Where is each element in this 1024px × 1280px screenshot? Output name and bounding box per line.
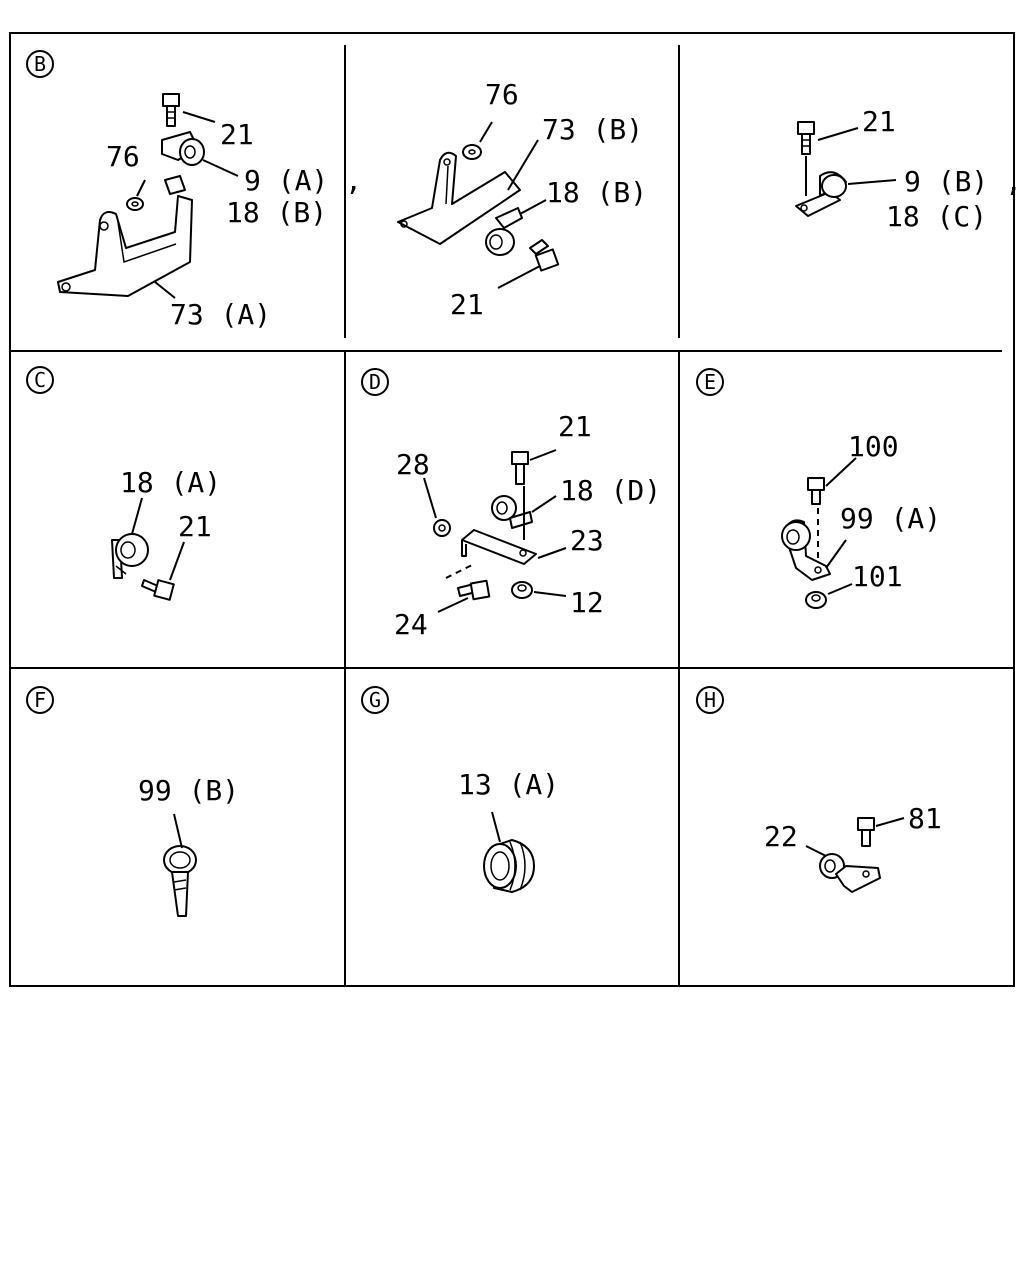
bolt-21 — [141, 579, 175, 601]
label-18d: 18 (D) — [560, 474, 661, 507]
washer-76 — [462, 144, 482, 160]
bolt-100 — [807, 477, 825, 505]
panel-g: G 13 (A) — [361, 686, 559, 893]
label-76: 76 — [106, 140, 140, 173]
clip-18a — [111, 533, 149, 579]
label-21: 21 — [220, 118, 254, 151]
tag-letter: F — [34, 688, 46, 712]
bolt-81 — [857, 817, 875, 847]
tag-letter: E — [704, 370, 716, 394]
bolt-21 — [797, 121, 815, 155]
label-99a: 99 (A) — [840, 502, 941, 535]
label-73b: 73 (B) — [542, 113, 643, 146]
tag-letter: H — [704, 688, 716, 712]
section-tag-e: E — [696, 368, 724, 396]
clip-99a — [781, 519, 831, 581]
tag-letter: B — [34, 52, 46, 76]
tag-letter: D — [369, 370, 381, 394]
panel-e: E 100 99 (A) 101 — [696, 368, 941, 609]
label-21: 21 — [558, 410, 592, 443]
grommet-13a — [483, 839, 535, 893]
label-28: 28 — [396, 448, 430, 481]
label-18c: 18 (C) — [886, 200, 987, 233]
label-100: 100 — [848, 430, 899, 463]
panel-d: D — [361, 368, 661, 641]
clip-18b — [485, 207, 523, 256]
label-99b: 99 (B) — [138, 774, 239, 807]
label-24: 24 — [394, 608, 428, 641]
section-tag-f: F — [26, 686, 54, 714]
label-21: 21 — [862, 105, 896, 138]
bolt-21 — [162, 93, 180, 127]
label-18b: 18 (B) — [546, 176, 647, 209]
bolt-21 — [511, 451, 529, 485]
label-21: 21 — [178, 510, 212, 543]
panel-h: H 22 81 — [696, 686, 942, 893]
tag-letter: G — [369, 688, 381, 712]
panel-c: C 18 (A) 21 — [26, 366, 221, 601]
grid-frame — [9, 32, 1015, 987]
bracket-23 — [461, 529, 537, 565]
clip-9b — [795, 171, 847, 217]
bracket-73a — [57, 195, 193, 297]
label-23: 23 — [570, 524, 604, 557]
section-tag-b: B — [26, 50, 54, 78]
clip-9a — [161, 131, 205, 195]
panel-b-right: 21 9 (B) , 18 (C) — [795, 105, 1022, 233]
washer-76 — [126, 197, 144, 211]
label-81: 81 — [908, 802, 942, 835]
panel-f: F 99 (B) — [26, 686, 239, 917]
label-18a: 18 (A) — [120, 466, 221, 499]
section-tag-c: C — [26, 366, 54, 394]
tag-letter: C — [34, 368, 46, 392]
bolt-24 — [457, 579, 491, 601]
section-tag-h: H — [696, 686, 724, 714]
label-13a: 13 (A) — [458, 768, 559, 801]
cable-tie-99b — [163, 845, 197, 917]
clip-22 — [819, 853, 881, 893]
nut-12 — [511, 581, 533, 599]
label-21: 21 — [450, 288, 484, 321]
label-18b: 18 (B) — [226, 196, 327, 229]
label-76: 76 — [485, 78, 519, 111]
bracket-73b — [397, 151, 521, 245]
panel-b-left: B 21 76 9 (A) , 18 (B — [26, 50, 362, 331]
section-tag-g: G — [361, 686, 389, 714]
label-12: 12 — [570, 586, 604, 619]
label-22: 22 — [764, 820, 798, 853]
nut-101 — [805, 591, 827, 609]
label-73a: 73 (A) — [170, 298, 271, 331]
panel-b-middle: 76 73 (B) 18 (B) 21 — [397, 78, 647, 321]
washer-28 — [433, 519, 451, 537]
label-101: 101 — [852, 560, 903, 593]
label-9a: 9 (A) , — [244, 164, 362, 197]
label-9b: 9 (B) , — [904, 165, 1022, 198]
section-tag-d: D — [361, 368, 389, 396]
bolt-21 — [529, 239, 560, 272]
clip-18d — [491, 495, 533, 529]
